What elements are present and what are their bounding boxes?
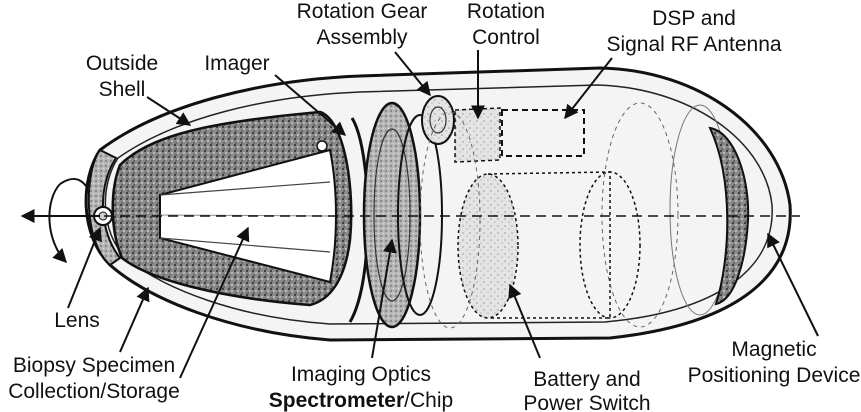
label-magnetic: Magnetic Positioning Device [688,338,861,387]
label-rotation-control: Rotation Control [467,0,545,49]
label-rotation-control-line2: Control [472,26,540,49]
label-biopsy-line2: Collection/Storage [8,380,180,403]
battery-front [458,174,518,318]
label-outside-shell-line1: Outside [86,52,158,75]
label-spectrometer-bold: Spectrometer [269,389,404,412]
label-magnetic-line2: Positioning Device [688,364,861,387]
label-spectrometer-chip: Spectrometer/Chip [269,389,453,412]
label-outside-shell-line2: Shell [99,78,146,101]
label-imager: Imager [204,52,269,75]
label-rotation-control-line1: Rotation [467,0,545,23]
label-dsp-antenna: DSP and Signal RF Antenna [606,7,781,56]
label-battery: Battery and Power Switch [523,368,650,412]
optics-disk [364,103,420,327]
label-dsp-line2: Signal RF Antenna [606,33,781,56]
rotation-gear [422,96,454,144]
rotation-arrow [49,184,66,262]
label-outside-shell: Outside Shell [86,52,158,101]
label-rotation-gear-line2: Assembly [316,26,408,49]
label-biopsy: Biopsy Specimen Collection/Storage [8,354,180,403]
label-battery-line2: Power Switch [523,392,650,412]
label-rotation-gear-line1: Rotation Gear [297,0,428,23]
label-rotation-gear-assembly: Rotation Gear Assembly [297,0,428,49]
label-dsp-line1: DSP and [652,7,736,30]
label-battery-line1: Battery and [533,368,640,391]
label-imaging-optics: Imaging Optics [291,363,431,386]
label-lens: Lens [54,309,100,332]
label-magnetic-line1: Magnetic [731,338,816,361]
label-chip-suffix: /Chip [404,389,453,412]
chamber-knob [317,141,327,151]
label-biopsy-line1: Biopsy Specimen [13,354,175,377]
